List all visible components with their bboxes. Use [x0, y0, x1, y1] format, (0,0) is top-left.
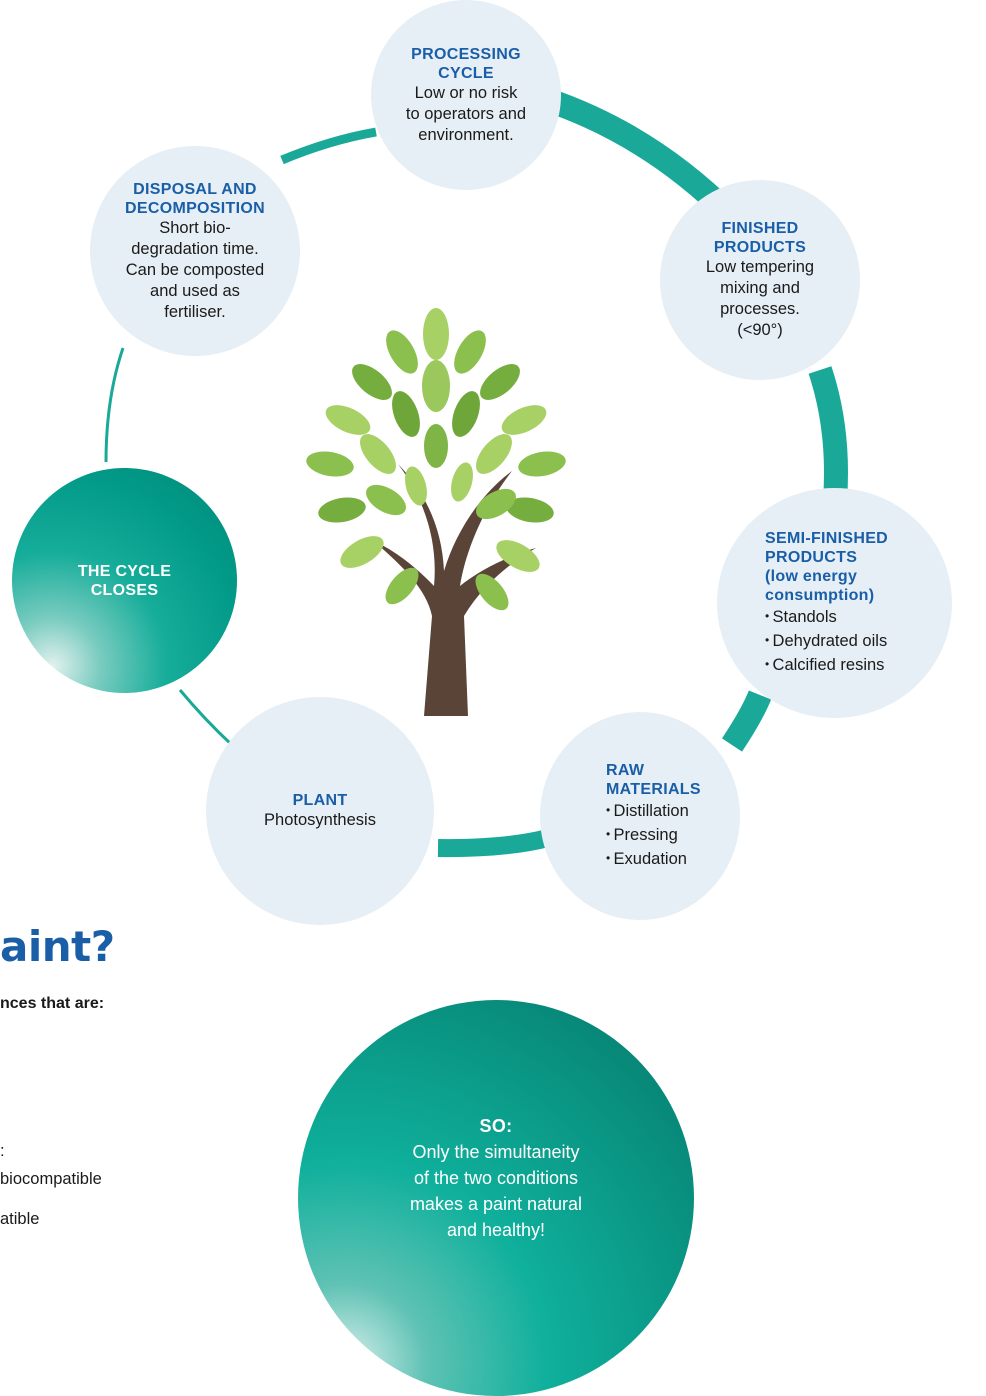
- node-title: PLANT: [292, 792, 348, 809]
- leaf: [422, 360, 450, 412]
- ring-arc-plant-closes: [178, 689, 234, 747]
- node-description: Low or no risk to operators and environm…: [405, 83, 527, 144]
- tree-leaves: [306, 308, 566, 611]
- text-fragment: atible: [0, 1210, 40, 1228]
- ring-arc-semi-raw: [722, 690, 772, 752]
- leaf: [423, 308, 449, 360]
- leaf: [360, 434, 396, 474]
- leaf: [385, 567, 419, 605]
- node-title: PROCESSING CYCLE: [411, 45, 521, 82]
- ring-arc-disposal-processing: [280, 127, 377, 165]
- conclusion-circle: SO: Only the simultaneity of the two con…: [298, 1000, 694, 1396]
- node-processing-cycle: PROCESSING CYCLE Low or no risk to opera…: [371, 0, 561, 190]
- node-description: Photosynthesis: [264, 811, 376, 829]
- node-list: Distillation Pressing Exudation: [606, 799, 689, 871]
- ring-arc-raw-plant: [437, 829, 551, 858]
- ring-arc-closes-disposal: [104, 347, 125, 463]
- node-list: Standols Dehydrated oils Calcified resin…: [765, 605, 888, 677]
- list-item: Exudation: [606, 847, 689, 871]
- section-intro: nces that are:: [0, 995, 105, 1012]
- list-item: Pressing: [606, 823, 689, 847]
- leaf: [452, 391, 480, 437]
- leaf: [518, 451, 566, 477]
- node-plant: PLANT Photosynthesis: [206, 697, 434, 925]
- ring-arc-finished-semi: [808, 366, 848, 501]
- text-fragment: biocompatible: [0, 1170, 102, 1188]
- tree-illustration: [306, 308, 566, 716]
- node-description: Short bio- degradation time. Can be comp…: [125, 218, 265, 321]
- node-raw-materials: RAW MATERIALS Distillation Pressing Exud…: [540, 712, 740, 920]
- leaf: [405, 466, 427, 506]
- list-item: Dehydrated oils: [765, 629, 888, 653]
- tree-trunk: [374, 464, 536, 716]
- node-title: THE CYCLE CLOSES: [77, 562, 172, 599]
- leaf: [392, 391, 420, 437]
- leaf: [480, 364, 520, 400]
- leaf: [386, 330, 418, 374]
- section-heading: aint?: [0, 922, 115, 971]
- node-cycle-closes: THE CYCLE CLOSES: [12, 468, 237, 693]
- leaf: [352, 364, 392, 400]
- node-disposal-decomposition: DISPOSAL AND DECOMPOSITION Short bio- de…: [90, 146, 300, 356]
- list-item: Calcified resins: [765, 653, 887, 677]
- node-finished-products: FINISHED PRODUCTS Low tempering mixing a…: [660, 180, 860, 380]
- leaf: [340, 536, 384, 568]
- node-title: RAW MATERIALS: [606, 762, 701, 798]
- leaf: [366, 484, 406, 516]
- leaf: [318, 497, 366, 523]
- leaf: [476, 434, 512, 474]
- leaf: [306, 451, 354, 477]
- leaf: [506, 497, 554, 523]
- leaf: [501, 405, 547, 435]
- leaf: [454, 330, 486, 374]
- leaf: [475, 573, 509, 611]
- leaf: [424, 424, 448, 468]
- node-semi-finished-products: SEMI-FINISHED PRODUCTS (low energy consu…: [717, 488, 952, 718]
- leaf: [496, 540, 540, 572]
- node-title: SEMI-FINISHED PRODUCTS (low energy consu…: [765, 530, 889, 604]
- list-item: Distillation: [606, 799, 689, 823]
- text-fragment: :: [0, 1142, 5, 1160]
- leaf: [451, 462, 473, 502]
- node-description: Low tempering mixing and processes. (<90…: [705, 258, 815, 339]
- list-item: Standols: [765, 605, 887, 629]
- node-title: DISPOSAL AND DECOMPOSITION: [125, 180, 265, 217]
- leaf: [325, 405, 371, 435]
- node-title: FINISHED PRODUCTS: [713, 220, 807, 256]
- conclusion-text: Only the simultaneity of the two conditi…: [409, 1142, 583, 1240]
- conclusion-title: SO:: [479, 1116, 513, 1136]
- leaf: [476, 488, 516, 520]
